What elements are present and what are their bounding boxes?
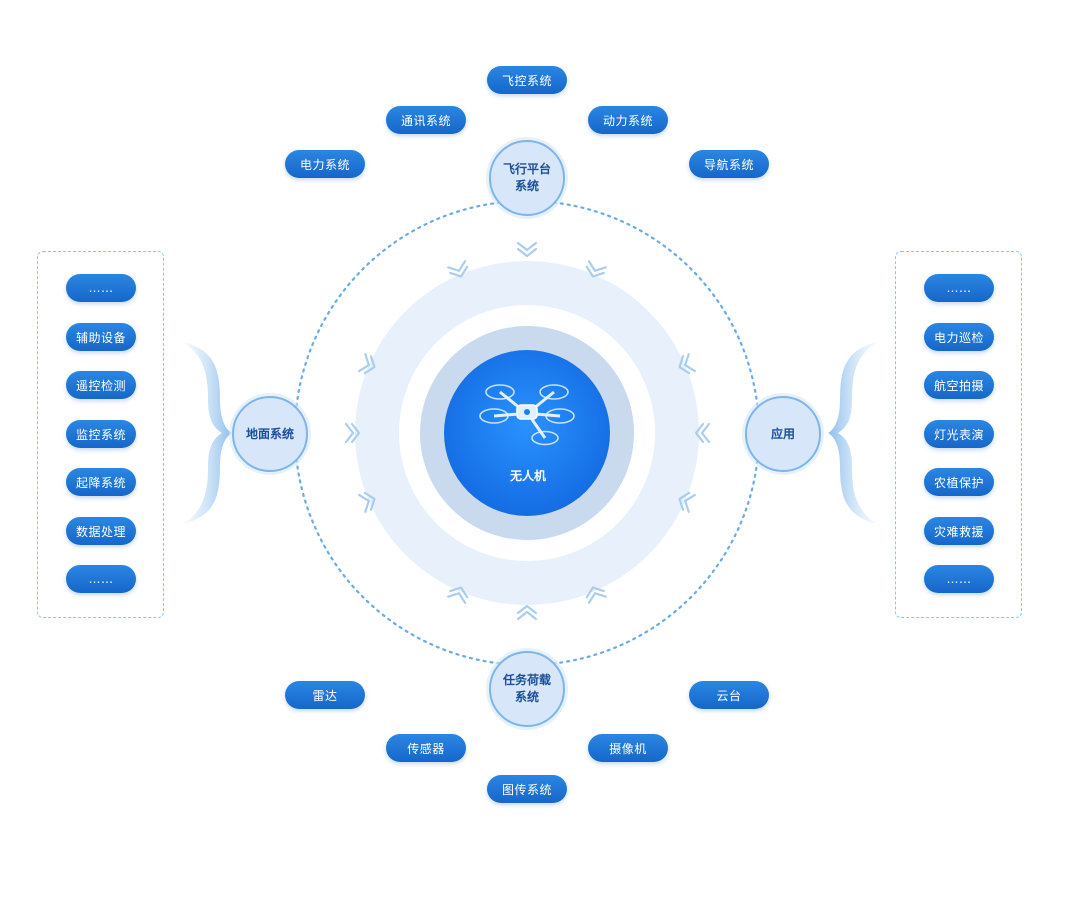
- left-item-ellipsis-bottom[interactable]: ……: [66, 565, 136, 593]
- chevron-up-icon: [585, 586, 607, 604]
- center-drone-label: 无人机: [509, 469, 546, 483]
- pill-communication[interactable]: 通讯系统: [386, 106, 466, 134]
- left-item-auxiliary[interactable]: 辅助设备: [66, 323, 136, 351]
- right-item-ellipsis-top[interactable]: ……: [924, 274, 994, 302]
- node-mission-payload[interactable]: 任务荷载系统: [489, 651, 565, 727]
- right-brace: [828, 342, 877, 524]
- right-item-disaster-rescue[interactable]: 灾难救援: [924, 517, 994, 545]
- pill-image-transmission[interactable]: 图传系统: [487, 775, 567, 803]
- pill-power-system[interactable]: 动力系统: [588, 106, 668, 134]
- chevron-up-icon: [447, 586, 469, 604]
- chevron-down-icon: [585, 260, 607, 278]
- right-item-aerial-photography[interactable]: 航空拍摄: [924, 371, 994, 399]
- application-panel: [895, 251, 1022, 618]
- chevron-right-icon: [358, 353, 376, 375]
- ground-system-panel: [37, 251, 164, 618]
- node-application[interactable]: 应用: [745, 396, 821, 472]
- node-mission-payload-line2: 系统: [514, 690, 539, 704]
- chevron-right-icon: [358, 491, 376, 513]
- right-item-crop-protection[interactable]: 农植保护: [924, 468, 994, 496]
- node-ground-system-label: 地面系统: [245, 426, 294, 441]
- pill-camera[interactable]: 摄像机: [588, 734, 668, 762]
- left-item-remote-detection[interactable]: 遥控检测: [66, 371, 136, 399]
- right-item-light-show[interactable]: 灯光表演: [924, 420, 994, 448]
- chevron-down-icon: [447, 260, 469, 278]
- chevron-right-icon: [344, 422, 361, 444]
- pill-electric-system[interactable]: 电力系统: [285, 150, 365, 178]
- drone-icon: [479, 384, 575, 446]
- node-flight-platform-line2: 系统: [514, 179, 539, 193]
- node-ground-system[interactable]: 地面系统: [232, 396, 308, 472]
- node-flight-platform[interactable]: 飞行平台系统: [489, 140, 565, 216]
- right-item-power-inspection[interactable]: 电力巡检: [924, 323, 994, 351]
- chevron-down-icon: [516, 241, 538, 258]
- pill-navigation[interactable]: 导航系统: [689, 150, 769, 178]
- chevron-left-icon: [678, 353, 696, 375]
- node-flight-platform-line1: 飞行平台: [502, 162, 551, 176]
- pill-sensor[interactable]: 传感器: [386, 734, 466, 762]
- left-item-ellipsis-top[interactable]: ……: [66, 274, 136, 302]
- pill-flight-control[interactable]: 飞控系统: [487, 66, 567, 94]
- left-item-data-processing[interactable]: 数据处理: [66, 517, 136, 545]
- core-circle: [444, 350, 610, 516]
- left-brace: [183, 342, 232, 524]
- node-application-label: 应用: [770, 426, 795, 441]
- node-mission-payload-line1: 任务荷载: [502, 673, 551, 687]
- pill-gimbal[interactable]: 云台: [689, 681, 769, 709]
- left-item-takeoff-landing[interactable]: 起降系统: [66, 468, 136, 496]
- right-item-ellipsis-bottom[interactable]: ……: [924, 565, 994, 593]
- pill-radar[interactable]: 雷达: [285, 681, 365, 709]
- chevron-up-icon: [516, 604, 538, 621]
- chevron-left-icon: [678, 491, 696, 513]
- left-item-monitoring[interactable]: 监控系统: [66, 420, 136, 448]
- chevron-left-icon: [694, 422, 711, 444]
